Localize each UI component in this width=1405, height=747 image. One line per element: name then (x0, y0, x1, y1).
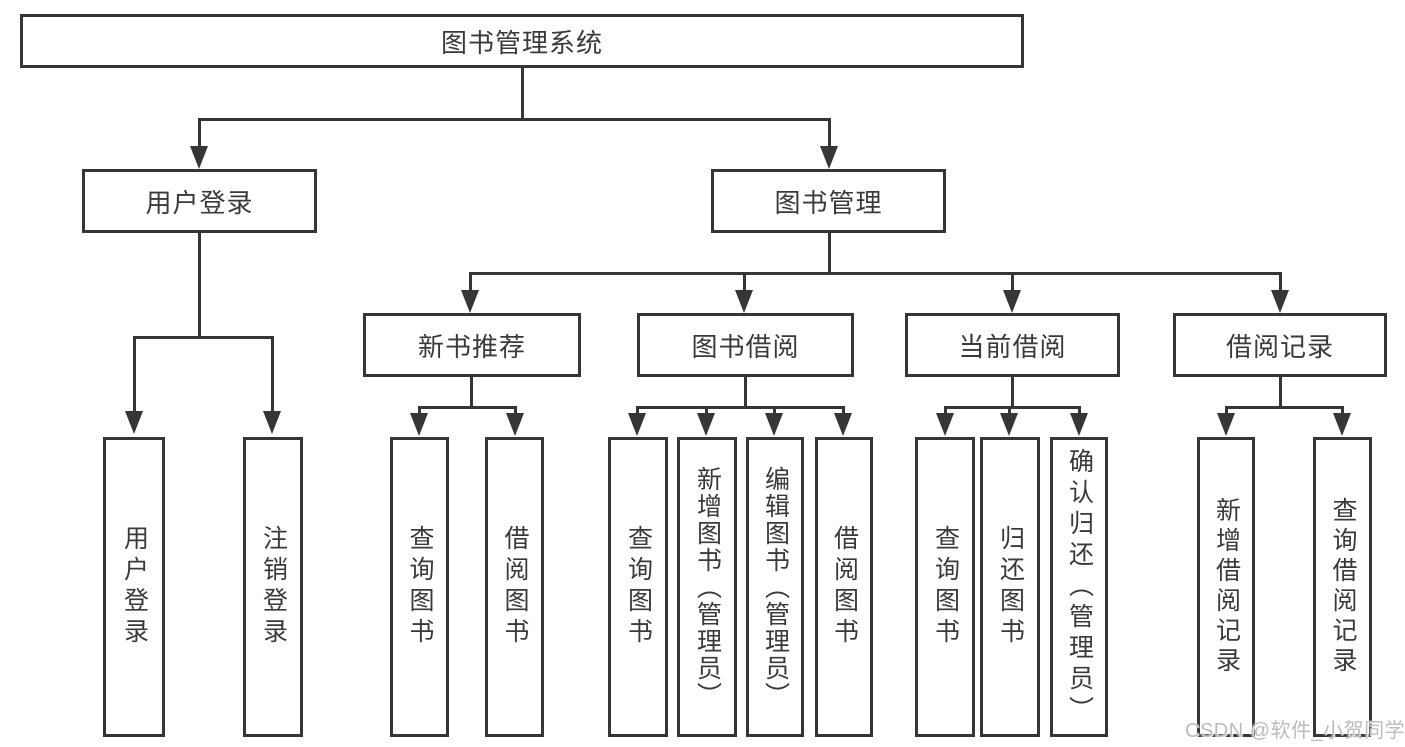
arrowhead (628, 413, 646, 436)
connector-line (133, 336, 136, 413)
connector-line (469, 272, 1282, 275)
connector-line (743, 272, 746, 292)
arrowhead (1217, 413, 1235, 436)
connector-line (198, 232, 201, 336)
connector-line (1008, 406, 1011, 415)
arrowhead (1333, 413, 1351, 436)
connector-line (198, 118, 201, 148)
branch-user-login: 用户登录 (82, 169, 317, 233)
arrowhead (1000, 413, 1018, 436)
group-book-borrow: 图书借阅 (637, 313, 854, 377)
leaf-cb-confirm-return-admin: 确认归还（管理员） (1050, 437, 1108, 737)
leaf-user-login-label: 用户登录 (120, 525, 149, 649)
leaf-logout: 注销登录 (243, 437, 303, 737)
leaf-br-add-record-label: 新增借阅记录 (1212, 497, 1241, 677)
connector-line (1279, 376, 1282, 407)
connector-line (744, 376, 747, 407)
leaf-user-login: 用户登录 (103, 437, 165, 737)
connector-line (636, 406, 639, 415)
connector-line (514, 406, 517, 415)
leaf-bb-query-books: 查询图书 (608, 437, 668, 737)
group-current-borrow: 当前借阅 (905, 313, 1120, 377)
connector-line (1341, 406, 1344, 415)
arrowhead (765, 413, 783, 436)
connector-line (636, 406, 845, 409)
arrowhead (461, 290, 479, 313)
connector-line (1279, 272, 1282, 292)
leaf-cb-return-books: 归还图书 (980, 437, 1040, 737)
arrowhead (1271, 290, 1289, 313)
connector-line (1225, 406, 1344, 409)
leaf-bb-edit-books-admin: 编辑图书（管理员） (746, 437, 804, 737)
connector-line (842, 406, 845, 415)
connector-line (828, 118, 831, 148)
arrowhead (936, 413, 954, 436)
node-root-book-management-system: 图书管理系统 (20, 14, 1024, 68)
group-new-book-recommend: 新书推荐 (363, 313, 581, 377)
connector-line (470, 376, 473, 407)
arrowhead (1003, 290, 1021, 313)
leaf-nb-borrow-books: 借阅图书 (485, 437, 544, 737)
group-borrow-records: 借阅记录 (1173, 313, 1387, 377)
leaf-cb-confirm-return-admin-label: 确认归还（管理员） (1065, 447, 1094, 727)
arrowhead (834, 413, 852, 436)
connector-line (521, 67, 524, 118)
leaf-br-add-record: 新增借阅记录 (1197, 437, 1255, 737)
leaf-logout-label: 注销登录 (259, 525, 288, 649)
connector-line (418, 406, 517, 409)
arrowhead (263, 411, 281, 434)
connector-line (828, 232, 831, 272)
connector-line (1225, 406, 1228, 415)
connector-line (1011, 272, 1014, 292)
connector-line (944, 406, 947, 415)
leaf-cb-return-books-label: 归还图书 (996, 525, 1025, 649)
leaf-nb-borrow-books-label: 借阅图书 (501, 525, 529, 649)
connector-line (133, 336, 274, 339)
arrowhead (506, 413, 524, 436)
leaf-cb-query-books: 查询图书 (915, 437, 975, 737)
arrowhead (190, 146, 208, 169)
arrowhead (410, 413, 428, 436)
leaf-bb-add-books-admin-label: 新增图书（管理员） (693, 465, 722, 709)
arrowhead (820, 146, 838, 169)
branch-book-management: 图书管理 (711, 169, 946, 233)
csdn-watermark: CSDN @软件_小贺同学 (1185, 720, 1405, 742)
leaf-nb-query-books-label: 查询图书 (406, 525, 434, 649)
arrowhead (735, 290, 753, 313)
connector-line (705, 406, 708, 415)
leaf-bb-edit-books-admin-label: 编辑图书（管理员） (761, 465, 790, 709)
connector-line (1011, 376, 1014, 407)
arrowhead (697, 413, 715, 436)
connector-line (198, 118, 831, 121)
leaf-bb-borrow-books: 借阅图书 (815, 437, 873, 737)
leaf-br-query-record-label: 查询借阅记录 (1329, 497, 1357, 677)
connector-line (271, 336, 274, 413)
leaf-bb-query-books-label: 查询图书 (624, 525, 653, 649)
connector-line (1078, 406, 1081, 415)
arrowhead (1070, 413, 1088, 436)
leaf-nb-query-books: 查询图书 (390, 437, 449, 737)
leaf-bb-borrow-books-label: 借阅图书 (830, 525, 859, 649)
leaf-bb-add-books-admin: 新增图书（管理员） (677, 437, 737, 737)
connector-line (418, 406, 421, 415)
connector-line (944, 406, 1081, 409)
leaf-cb-query-books-label: 查询图书 (931, 525, 960, 649)
connector-line (469, 272, 472, 292)
connector-line (773, 406, 776, 415)
arrowhead (125, 411, 143, 434)
leaf-br-query-record: 查询借阅记录 (1313, 437, 1372, 737)
